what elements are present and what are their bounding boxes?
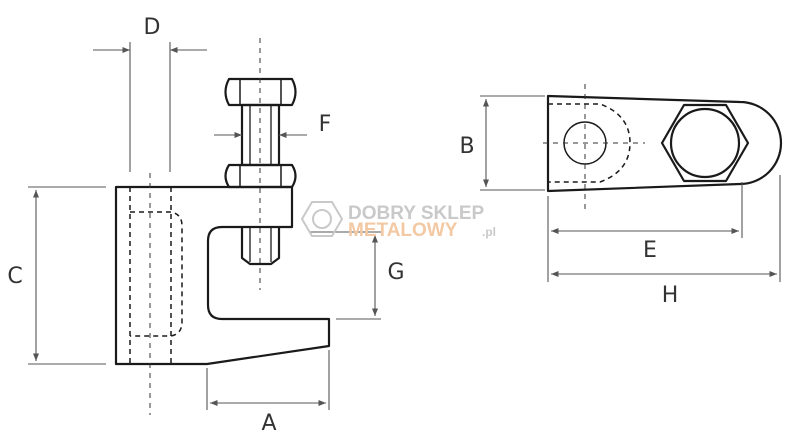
top-view [546, 94, 783, 193]
hex-nut-top [660, 103, 750, 183]
bolt-tip [240, 227, 281, 266]
dimension-lines [28, 42, 781, 410]
hidden-bore-top [548, 103, 631, 183]
top-view-centerlines [543, 84, 645, 214]
label-f: F [319, 112, 332, 137]
side-view-centerlines [149, 38, 261, 415]
watermark: DOBRY SKLEP METALOWY .pl [300, 201, 496, 241]
label-c: C [7, 264, 22, 289]
lock-nut [224, 163, 297, 189]
watermark-line1: DOBRY SKLEP [348, 203, 485, 224]
watermark-nut-icon [300, 201, 344, 237]
top-view-outline [546, 94, 783, 193]
side-view [114, 77, 331, 366]
bolt-head [224, 77, 297, 107]
bolt-circle-top [669, 107, 741, 179]
watermark-suffix: .pl [482, 225, 496, 239]
label-h: H [662, 283, 679, 308]
label-e: E [643, 238, 657, 263]
label-g: G [387, 260, 404, 285]
label-b: B [459, 134, 474, 159]
label-d: D [144, 15, 161, 40]
bolt-shank [240, 103, 281, 167]
hidden-bore-body [129, 187, 183, 364]
label-a: A [261, 411, 276, 436]
clamp-body-outline [114, 185, 331, 366]
watermark-line2: METALOWY [348, 220, 458, 241]
